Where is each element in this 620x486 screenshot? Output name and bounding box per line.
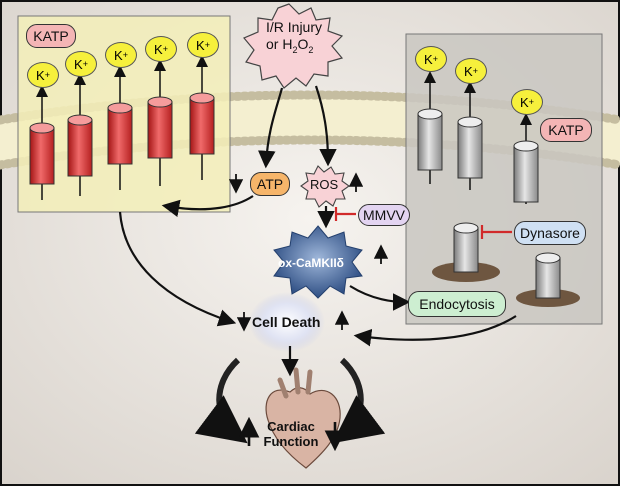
- dynasore-label: Dynasore: [514, 221, 586, 245]
- mmvv-label: MMVV: [358, 204, 410, 226]
- potassium-ion: K+: [455, 58, 487, 84]
- potassium-ion: K+: [187, 32, 219, 58]
- katp-label-right: KATP: [540, 118, 592, 142]
- cell-death-cloud: [249, 292, 325, 352]
- inhibition-arrows: [334, 207, 512, 239]
- potassium-ion: K+: [145, 36, 177, 62]
- potassium-ion: K+: [27, 62, 59, 88]
- camkii-burst: [273, 225, 363, 299]
- potassium-ion: K+: [65, 51, 97, 77]
- stimulus-burst: [243, 3, 344, 89]
- right-panel: [405, 33, 603, 325]
- ox-camkii-label: ox-CaMKIIδ: [278, 256, 344, 270]
- potassium-ion: K+: [105, 42, 137, 68]
- ros-burst: [300, 165, 350, 208]
- gray-katp-channels: [417, 71, 539, 204]
- endocytosis-label: Endocytosis: [408, 291, 506, 317]
- internalized-channels: [432, 222, 580, 307]
- katp-label-left: KATP: [26, 24, 76, 48]
- atp-label: ATP: [250, 172, 290, 196]
- potassium-ion: K+: [511, 89, 543, 115]
- cell-death-label: Cell Death: [252, 314, 321, 330]
- red-katp-channels: [29, 55, 215, 200]
- cardiac-function-line2: Function: [263, 434, 319, 449]
- ros-label: ROS: [310, 177, 339, 192]
- change-indicators: [228, 172, 389, 452]
- stimulus-label: I/R Injury: [265, 19, 322, 35]
- cardiac-function-line1: Cardiac: [267, 419, 315, 434]
- pathway-arrows: [118, 85, 517, 377]
- feedback-arrows: [194, 357, 386, 444]
- stimulus-h2o2-label: or H2O2: [266, 36, 314, 55]
- potassium-ion: K+: [415, 46, 447, 72]
